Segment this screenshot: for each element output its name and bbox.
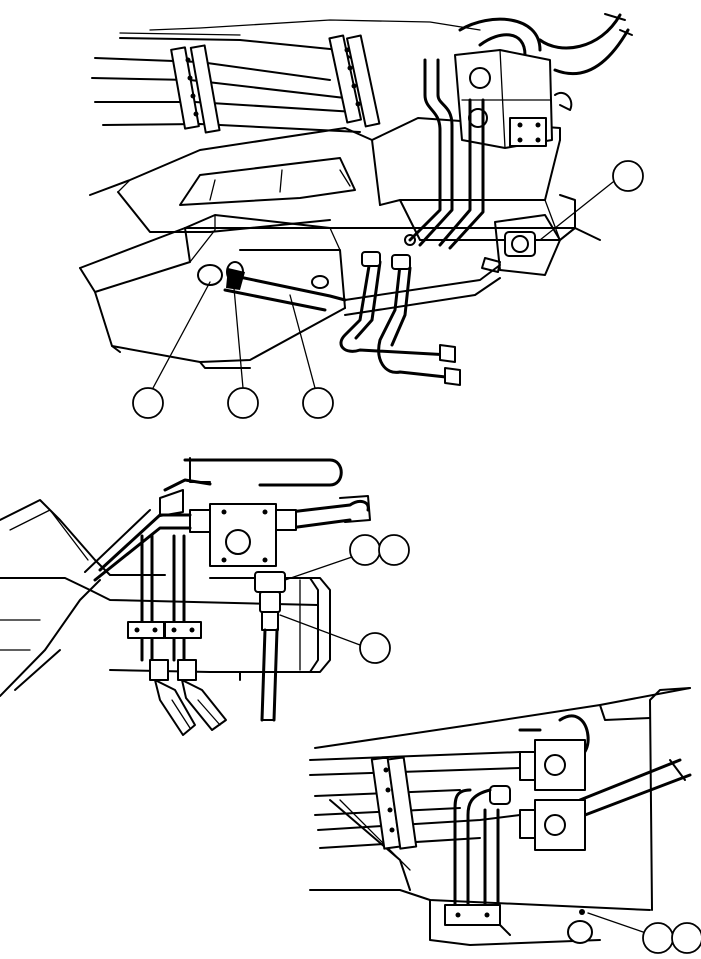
bottom-view	[310, 688, 701, 953]
callout-circle	[379, 535, 409, 565]
callout-circle	[613, 161, 643, 191]
callout-circle	[228, 388, 258, 418]
callout-circle	[133, 388, 163, 418]
callout-circle	[643, 923, 673, 953]
callout-circle	[360, 633, 390, 663]
top-view	[80, 14, 643, 418]
callout-circle	[303, 388, 333, 418]
callout-circle	[672, 923, 701, 953]
middle-view	[0, 458, 409, 735]
callout-circle	[350, 535, 380, 565]
